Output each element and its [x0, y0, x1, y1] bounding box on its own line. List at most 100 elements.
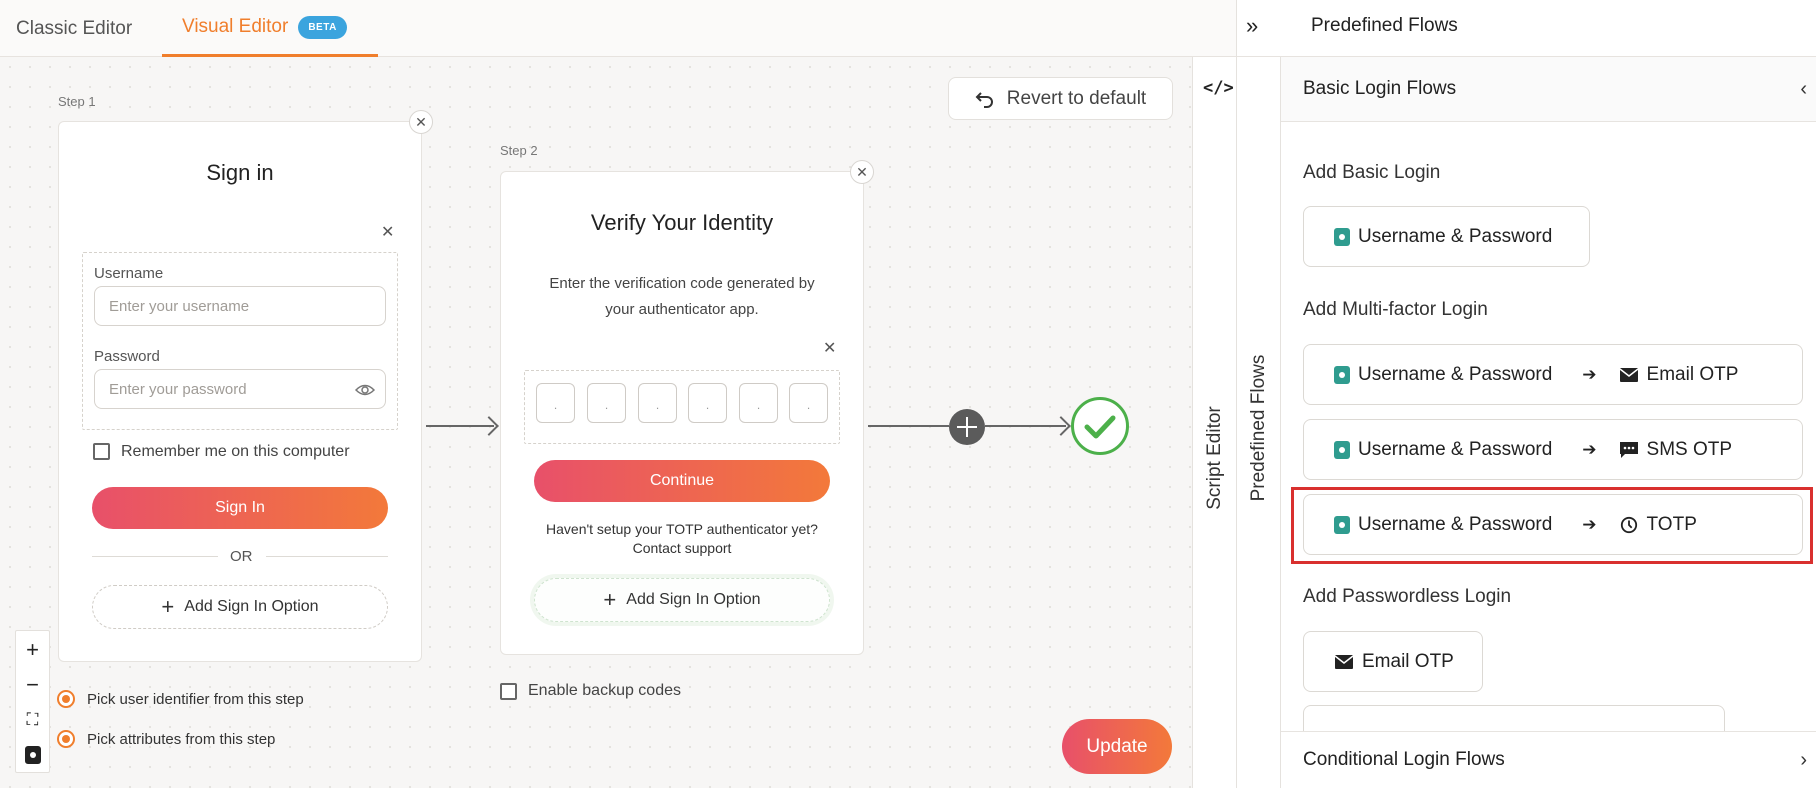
- flow-email-otp[interactable]: Email OTP: [1303, 631, 1483, 692]
- revert-label: Revert to default: [1006, 87, 1147, 109]
- remove-block-icon[interactable]: ✕: [823, 340, 837, 357]
- flow-username-password-email-otp[interactable]: Username & Password ➔ Email OTP: [1303, 344, 1803, 405]
- fit-view-icon[interactable]: ⛶: [26, 709, 39, 729]
- step-2-label: Step 2: [500, 143, 538, 158]
- flow-username-password-totp[interactable]: Username & Password ➔ TOTP: [1303, 494, 1803, 555]
- or-text: OR: [230, 548, 253, 565]
- password-input[interactable]: Enter your password: [94, 369, 386, 409]
- sms-icon: [1619, 441, 1638, 458]
- lock-icon[interactable]: [16, 737, 49, 772]
- close-step-1-icon[interactable]: ✕: [409, 110, 433, 134]
- remember-me-checkbox[interactable]: [93, 443, 110, 460]
- mail-icon: [1619, 367, 1639, 382]
- predefined-flows-tab[interactable]: Predefined Flows: [1247, 354, 1269, 502]
- lock-icon: [1334, 227, 1350, 246]
- sign-in-button[interactable]: Sign In: [92, 487, 388, 529]
- remove-block-icon[interactable]: ✕: [381, 224, 395, 241]
- otp-digit-input[interactable]: .: [789, 383, 828, 423]
- revert-to-default-button[interactable]: Revert to default: [948, 77, 1173, 120]
- login-fields-block[interactable]: Username Enter your username Password En…: [82, 252, 398, 430]
- enable-backup-codes-label: Enable backup codes: [528, 682, 681, 699]
- flow-username-password[interactable]: Username & Password: [1303, 206, 1590, 267]
- otp-fields-block[interactable]: . . . . . .: [524, 370, 840, 444]
- close-step-2-icon[interactable]: ✕: [850, 160, 874, 184]
- verify-description-line-1: Enter the verification code generated by: [549, 275, 815, 292]
- conditional-login-flows-section[interactable]: Conditional Login Flows ›: [1281, 731, 1816, 788]
- panel-title: Predefined Flows: [1311, 15, 1458, 36]
- success-check-icon: [1071, 397, 1129, 455]
- panel-header: [1236, 0, 1816, 57]
- or-divider-left: [92, 556, 218, 557]
- chevron-right-icon: ›: [1800, 748, 1807, 771]
- double-chevron-right-icon[interactable]: »: [1246, 13, 1259, 38]
- plus-icon: +: [603, 587, 617, 612]
- otp-digit-input[interactable]: .: [536, 383, 575, 423]
- zoom-controls: + − ⛶: [15, 630, 50, 773]
- connector-line: [985, 425, 1066, 427]
- remember-me-label: Remember me on this computer: [121, 443, 350, 460]
- add-sign-in-option-button[interactable]: + Add Sign In Option: [534, 578, 830, 622]
- password-label: Password: [94, 348, 160, 365]
- add-option-label: Add Sign In Option: [184, 598, 319, 615]
- beta-badge: BETA: [298, 15, 347, 39]
- clock-icon: [1620, 516, 1637, 533]
- add-sign-in-option-button[interactable]: + Add Sign In Option: [92, 585, 388, 629]
- connector-line: [868, 425, 949, 427]
- add-mfa-heading: Add Multi-factor Login: [1303, 299, 1488, 320]
- tab-visual-editor[interactable]: Visual Editor BETA: [162, 0, 378, 57]
- mail-icon: [1334, 654, 1354, 669]
- pick-identifier-radio[interactable]: [57, 690, 75, 708]
- password-placeholder: Enter your password: [109, 380, 247, 398]
- flow-first: Username & Password: [1358, 363, 1553, 385]
- flow-partially-hidden[interactable]: [1303, 705, 1725, 735]
- script-editor-strip[interactable]: Script Editor: [1192, 57, 1236, 788]
- contact-support-link[interactable]: Contact support: [632, 540, 732, 556]
- zoom-out-icon[interactable]: −: [26, 671, 39, 697]
- lock-icon: [1334, 440, 1350, 459]
- otp-digit-input[interactable]: .: [587, 383, 626, 423]
- section-title: Basic Login Flows: [1303, 78, 1457, 99]
- flow-second: TOTP: [1646, 513, 1697, 535]
- add-option-label: Add Sign In Option: [626, 591, 761, 608]
- add-step-button[interactable]: [949, 409, 985, 445]
- flow-username-password-sms-otp[interactable]: Username & Password ➔ SMS OTP: [1303, 419, 1803, 480]
- otp-digit-input[interactable]: .: [688, 383, 727, 423]
- flow-label: Username & Password: [1358, 225, 1553, 247]
- flow-first: Username & Password: [1358, 513, 1553, 535]
- section-title: Conditional Login Flows: [1303, 749, 1505, 770]
- continue-button[interactable]: Continue: [534, 460, 830, 502]
- arrow-right-icon: ➔: [1582, 439, 1597, 459]
- zoom-in-icon[interactable]: +: [26, 636, 39, 662]
- flow-first: Username & Password: [1358, 438, 1553, 460]
- step-2-card[interactable]: Verify Your Identity Enter the verificat…: [500, 171, 864, 655]
- enable-backup-codes-checkbox[interactable]: [500, 683, 517, 700]
- flow-second: Email OTP: [1646, 363, 1739, 385]
- pick-identifier-label: Pick user identifier from this step: [87, 691, 304, 708]
- selection-highlight: [1291, 487, 1813, 564]
- chevron-left-icon: ‹: [1800, 77, 1807, 100]
- otp-digit-input[interactable]: .: [739, 383, 778, 423]
- totp-help-text: Haven't setup your TOTP authenticator ye…: [546, 521, 818, 537]
- editor-tabbar: Classic Editor Visual Editor BETA: [0, 0, 1236, 57]
- plus-icon: +: [161, 594, 175, 619]
- add-basic-login-heading: Add Basic Login: [1303, 162, 1441, 183]
- step-1-label: Step 1: [58, 94, 96, 109]
- step-1-card[interactable]: Sign in ✕ Username Enter your username P…: [58, 121, 422, 662]
- tab-classic-editor[interactable]: Classic Editor: [16, 17, 133, 39]
- update-button[interactable]: Update: [1062, 719, 1172, 774]
- eye-icon[interactable]: [355, 381, 375, 399]
- add-passwordless-heading: Add Passwordless Login: [1303, 586, 1512, 607]
- flow-label: Email OTP: [1362, 650, 1454, 672]
- basic-login-flows-section[interactable]: Basic Login Flows ‹: [1281, 57, 1816, 122]
- script-editor-tab[interactable]: Script Editor: [1203, 406, 1225, 510]
- otp-digit-input[interactable]: .: [638, 383, 677, 423]
- pick-attributes-radio[interactable]: [57, 730, 75, 748]
- connector-line: [426, 425, 494, 427]
- predefined-flows-strip[interactable]: Predefined Flows: [1236, 57, 1280, 788]
- sign-in-title: Sign in: [206, 160, 274, 185]
- username-input[interactable]: Enter your username: [94, 286, 386, 326]
- username-label: Username: [94, 265, 164, 282]
- predefined-flows-panel: Basic Login Flows ‹ Add Basic Login User…: [1280, 57, 1816, 788]
- code-icon[interactable]: </>: [1203, 78, 1234, 98]
- lock-icon: [1334, 365, 1350, 384]
